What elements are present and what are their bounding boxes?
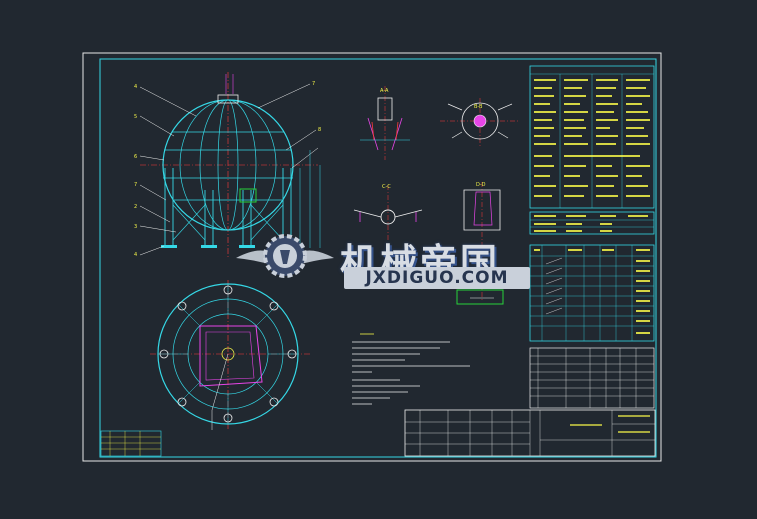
title-block[interactable] xyxy=(404,409,656,457)
sheet-inner-border xyxy=(99,58,657,458)
revision-block[interactable] xyxy=(100,430,162,457)
support-detail-d[interactable]: D-D xyxy=(456,182,504,305)
nozzle-table[interactable] xyxy=(529,211,655,235)
front-elevation-view[interactable]: 4 5 6 7 2 3 4 7 8 xyxy=(134,72,321,258)
svg-text:5: 5 xyxy=(134,114,137,120)
svg-text:8: 8 xyxy=(318,127,321,133)
svg-text:6: 6 xyxy=(134,154,137,160)
technical-data-table[interactable] xyxy=(529,65,655,209)
nozzle-detail-b[interactable]: B-B xyxy=(440,98,520,148)
gear-winged-logo-icon xyxy=(236,234,334,278)
svg-text:3: 3 xyxy=(134,224,137,230)
parts-list-table[interactable] xyxy=(529,244,655,342)
svg-text:B-B: B-B xyxy=(474,104,483,110)
support-detail-c[interactable]: C-C xyxy=(353,184,423,240)
watermark-url: JXDIGUO.COM xyxy=(344,267,530,289)
svg-text:4: 4 xyxy=(134,84,137,90)
svg-text:D-D: D-D xyxy=(476,182,486,188)
svg-text:2: 2 xyxy=(134,204,137,210)
bill-of-materials-table[interactable] xyxy=(529,347,655,409)
svg-text:C-C: C-C xyxy=(382,184,391,190)
svg-text:7: 7 xyxy=(312,81,315,87)
nozzle-detail-a[interactable]: A-A xyxy=(360,86,410,160)
technical-notes-block xyxy=(352,333,470,405)
svg-text:A-A: A-A xyxy=(380,88,389,94)
plan-view[interactable] xyxy=(150,280,310,430)
sheet-outer-border xyxy=(82,52,662,462)
svg-text:4: 4 xyxy=(134,252,137,258)
svg-text:7: 7 xyxy=(134,182,137,188)
